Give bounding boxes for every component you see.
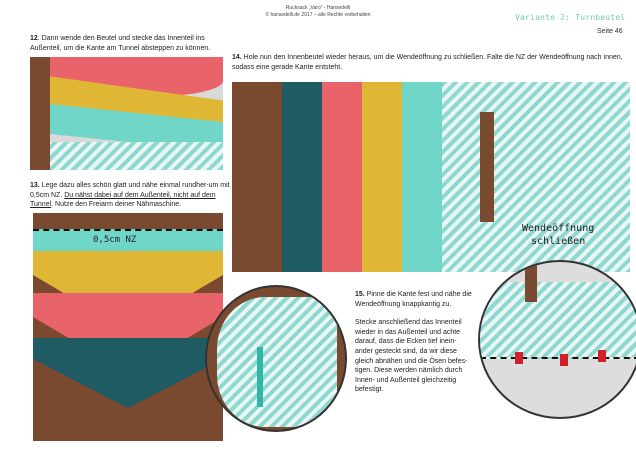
photo-step-13: 0,5cm NZ	[33, 213, 223, 441]
step-text: Lege dazu alles schön glatt und nähe ein…	[30, 182, 230, 199]
step-number: 14.	[232, 54, 242, 61]
step-text: Hole nun den Innenbeutel wieder heraus, …	[232, 54, 623, 71]
header-line-2: © hansedelli.de 2017 – alle Rechte vorbe…	[265, 12, 371, 18]
detail-circle-pins	[478, 260, 636, 419]
step-text: Pinne die Kante fest und nähe die Wendeö…	[355, 291, 472, 308]
annotation-line: Wendeöffnung	[522, 223, 595, 234]
photo-step-12	[30, 57, 223, 170]
annotation-seam-allowance: 0,5cm NZ	[93, 235, 137, 245]
step-14-text: 14. Hole nun den Innenbeutel wieder hera…	[232, 53, 632, 72]
variant-label: Variante 2: Turnbeutel	[515, 13, 626, 22]
detail-circle-seam	[205, 285, 347, 432]
step-number: 15.	[355, 291, 365, 298]
step-12-text: 12. Dann wende den Beutel und stecke das…	[30, 34, 230, 53]
step-number: 12	[30, 35, 38, 42]
step-text: . Dann wende den Beutel und stecke das I…	[30, 35, 211, 52]
page-header: Rucksack „Varo“ - Hansedelli © hansedell…	[0, 5, 636, 19]
step-text: Stecke anschließend das Innenteil wieder…	[355, 319, 468, 394]
step-number: 13.	[30, 182, 40, 189]
page-number: Seite 46	[597, 28, 623, 35]
photo-step-14: Wendeöffnung schließen	[232, 82, 630, 272]
step-text-underlined: Du nähst dabei auf dem Außenteil, nicht …	[30, 191, 216, 209]
header-line-1: Rucksack „Varo“ - Hansedelli	[285, 5, 351, 11]
step-15-text: 15. Pinne die Kante fest und nähe die We…	[355, 290, 473, 395]
annotation-close-opening: Wendeöffnung schließen	[522, 222, 594, 248]
annotation-line: schließen	[531, 236, 586, 247]
step-13-text: 13. Lege dazu alles schön glatt und nähe…	[30, 181, 230, 210]
step-text: . Nutze den Freiarm deiner Nähmaschine.	[51, 201, 182, 209]
